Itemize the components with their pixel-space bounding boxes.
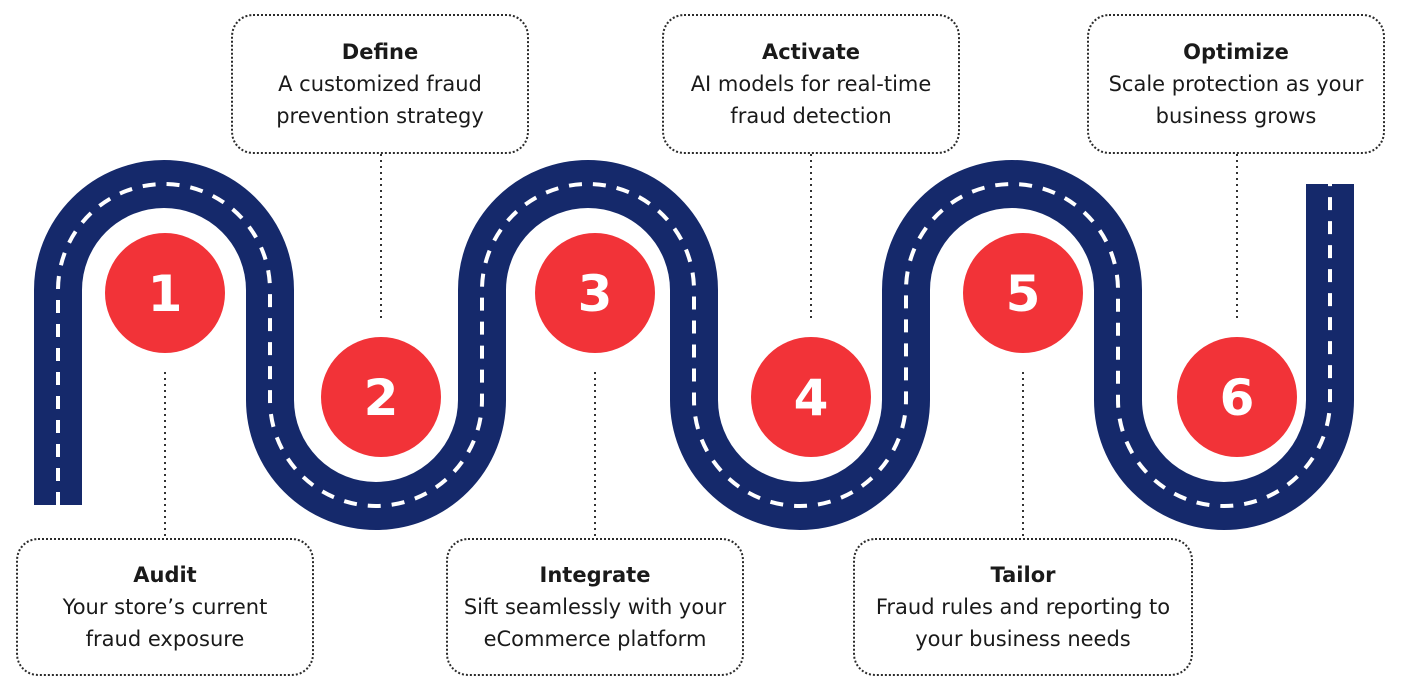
- step-marker-4: 4: [751, 337, 871, 457]
- step-marker-5: 5: [963, 233, 1083, 353]
- step-description-line1: Your store’s current: [62, 595, 268, 619]
- step-description-line1: AI models for real-time: [690, 72, 932, 96]
- step-number: 4: [794, 369, 829, 427]
- step-number: 6: [1220, 369, 1255, 427]
- step-circle: [535, 233, 655, 353]
- step-description-line2: fraud detection: [730, 104, 892, 128]
- lane-marking: [56, 182, 1332, 508]
- step-title: Activate: [761, 40, 861, 64]
- step-marker-3: 3: [535, 233, 655, 353]
- step-marker-6: 6: [1177, 337, 1297, 457]
- step-description-line1: A customized fraud: [278, 72, 482, 96]
- step-description-line2: your business needs: [915, 627, 1131, 651]
- step-title: Integrate: [539, 563, 651, 587]
- step-number: 5: [1006, 265, 1041, 323]
- step-callout-audit: Audit Your store’s current fraud exposur…: [16, 538, 314, 676]
- step-title: Define: [341, 40, 419, 64]
- step-marker-2: 2: [321, 337, 441, 457]
- step-circle: [1177, 337, 1297, 457]
- step-title: Optimize: [1183, 40, 1289, 64]
- step-circle: [963, 233, 1083, 353]
- step-circle: [321, 337, 441, 457]
- step-title: Audit: [133, 563, 197, 587]
- road-path: [34, 160, 1354, 530]
- step-callout-activate: Activate AI models for real-time fraud d…: [662, 14, 960, 154]
- step-callout-integrate: Integrate Sift seamlessly with your eCom…: [446, 538, 744, 676]
- step-description-line2: eCommerce platform: [483, 627, 707, 651]
- step-callout-define: Define A customized fraud prevention str…: [231, 14, 529, 154]
- step-callout-tailor: Tailor Fraud rules and reporting to your…: [853, 538, 1193, 676]
- step-number: 2: [364, 369, 399, 427]
- step-number: 3: [578, 265, 613, 323]
- step-circle: [105, 233, 225, 353]
- step-description-line2: fraud exposure: [85, 627, 245, 651]
- step-number: 1: [148, 265, 183, 323]
- step-description-line1: Scale protection as your: [1108, 72, 1364, 96]
- step-callout-optimize: Optimize Scale protection as your busine…: [1087, 14, 1385, 154]
- step-circle: [751, 337, 871, 457]
- step-title: Tailor: [990, 563, 1056, 587]
- step-description-line2: prevention strategy: [276, 104, 484, 128]
- connectors: [164, 154, 1238, 538]
- step-description-line2: business grows: [1155, 104, 1317, 128]
- step-description-line1: Sift seamlessly with your: [463, 595, 727, 619]
- step-description-line1: Fraud rules and reporting to: [875, 595, 1171, 619]
- step-marker-1: 1: [105, 233, 225, 353]
